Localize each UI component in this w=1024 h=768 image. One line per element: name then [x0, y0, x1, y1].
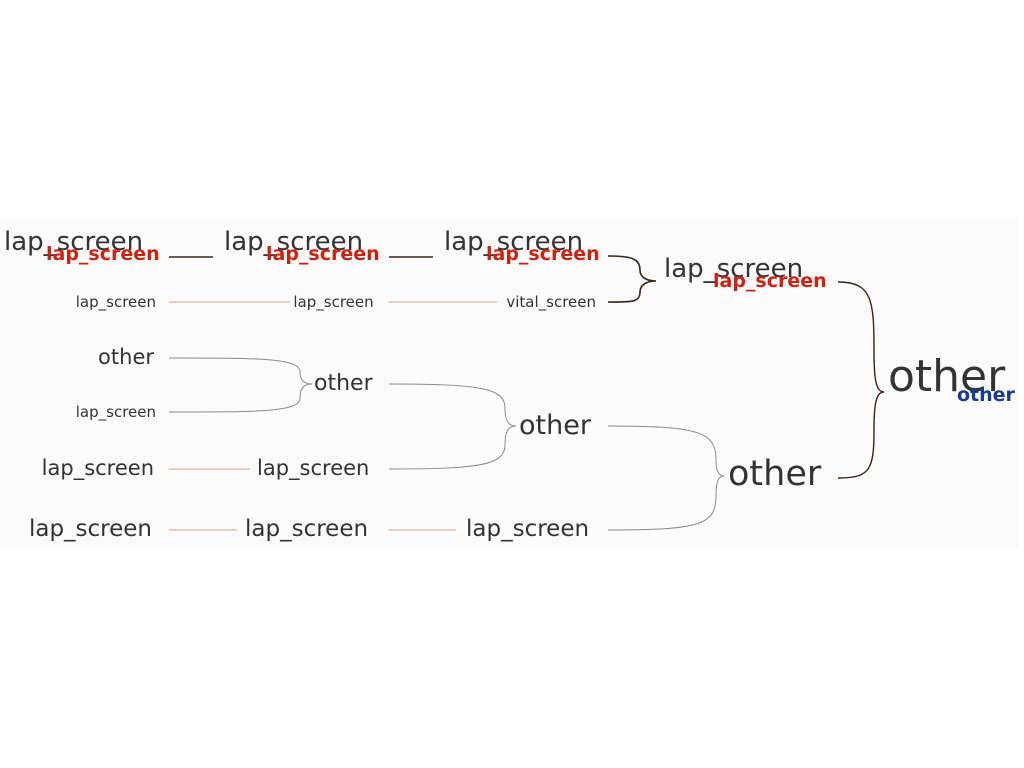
brace-rows3-4 — [168, 357, 313, 413]
mid-group-label: other — [519, 410, 591, 441]
row6-stage1-label: lap_screen — [28, 516, 152, 542]
brace-final — [837, 281, 885, 479]
rows3-4-merge-label: other — [314, 371, 373, 396]
row5-stage2-label: lap_screen — [257, 456, 370, 480]
row1-stage3-label: lap_screen — [444, 227, 584, 257]
row1-stage3-prediction: lap_screen — [486, 243, 600, 265]
row3-stage1-label: other — [98, 345, 154, 369]
row6-stage2-label: lap_screen — [245, 516, 369, 542]
row2-stage1-label: lap_screen — [75, 293, 156, 311]
final-prediction: other — [957, 384, 1015, 406]
bottom-group-label: other — [728, 454, 822, 494]
final-label: other — [888, 351, 1006, 402]
brace-top-group — [607, 255, 657, 303]
row5-stage1-label: lap_screen — [41, 456, 154, 480]
row2-stage2-label: lap_screen — [293, 293, 374, 311]
row1-stage1-prediction: lap_screen — [46, 243, 160, 265]
top-group-prediction: lap_screen — [713, 270, 827, 292]
brace-mid-group — [388, 383, 517, 470]
brace-bottom-group — [607, 425, 725, 531]
row1-stage2-prediction: lap_screen — [266, 243, 380, 265]
row2-stage3-label: vital_screen — [506, 293, 596, 311]
row1-stage1-label: lap_screen — [4, 227, 144, 257]
row6-stage3-label: lap_screen — [466, 516, 590, 542]
row1-stage2-label: lap_screen — [224, 227, 364, 257]
row4-stage1-label: lap_screen — [75, 403, 156, 421]
diagram-panel — [0, 217, 1019, 547]
top-group-label: lap_screen — [664, 254, 804, 284]
